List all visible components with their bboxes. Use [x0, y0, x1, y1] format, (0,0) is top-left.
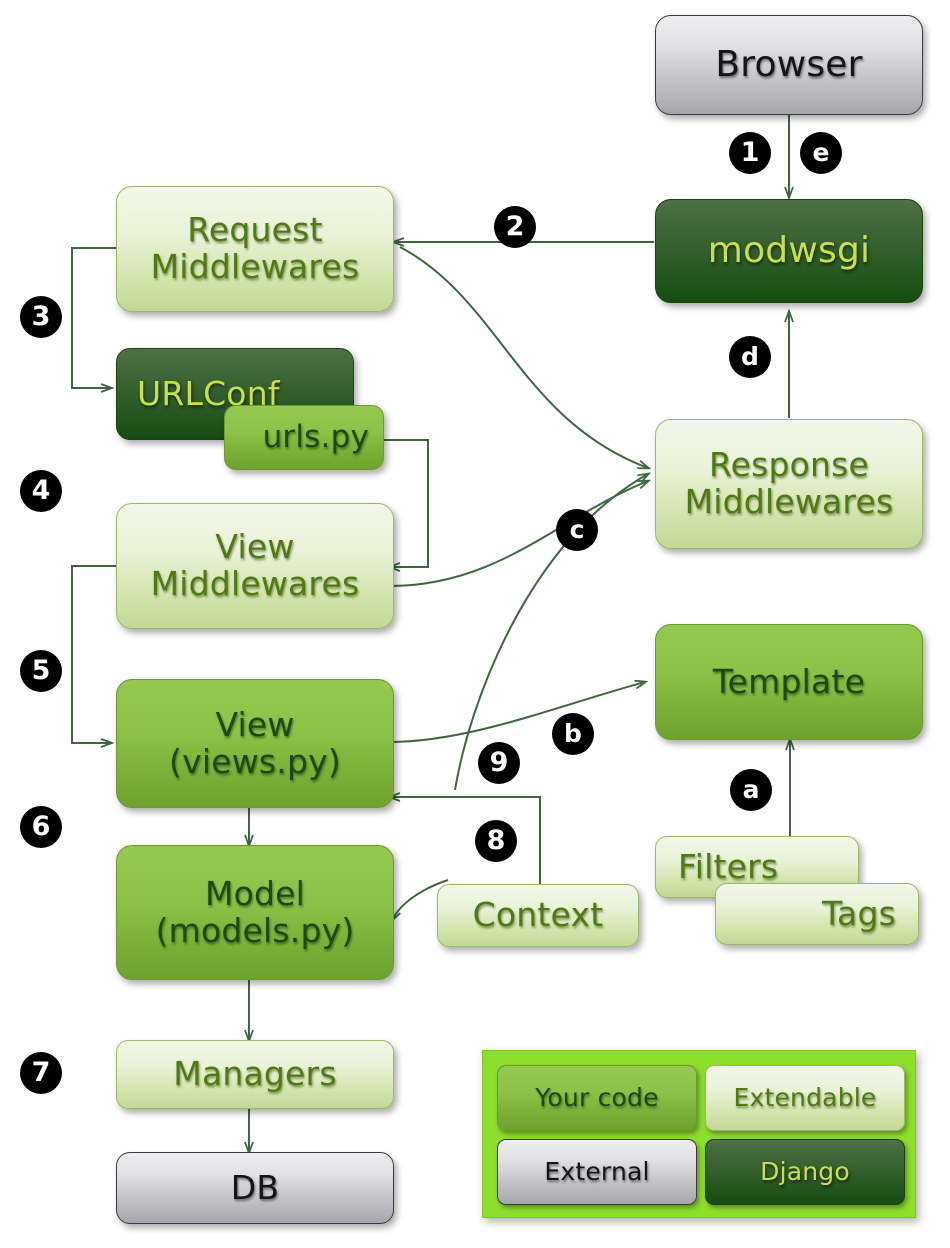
node-request-middlewares[interactable]: Request Middlewares: [116, 186, 394, 312]
node-browser[interactable]: Browser: [655, 15, 923, 115]
step-badge-e: e: [800, 132, 842, 174]
step-badge-1: 1: [729, 132, 771, 174]
arrow-context-model: [392, 879, 449, 920]
arrow-view-response-mw: [454, 474, 648, 791]
legend-panel: Your code Extendable External Django: [482, 1050, 916, 1218]
step-badge-6: 6: [20, 806, 62, 848]
legend-item-external: External: [497, 1139, 697, 1205]
step-badge-d: d: [729, 336, 771, 378]
step-badge-3: 3: [20, 296, 62, 338]
step-badge-7: 7: [20, 1052, 62, 1094]
arrow-view-template: [389, 682, 645, 743]
arrow-request-mw-urlconf: [71, 247, 118, 388]
step-badge-8: 8: [475, 820, 517, 862]
step-badge-b: b: [552, 713, 594, 755]
node-managers[interactable]: Managers: [116, 1040, 394, 1109]
arrow-urlspy-view-mw: [383, 439, 429, 567]
node-view[interactable]: View (views.py): [116, 679, 394, 808]
node-tags[interactable]: Tags: [715, 883, 919, 945]
legend-item-your-code: Your code: [497, 1065, 697, 1131]
arrow-context-view: [390, 797, 541, 884]
arrow-view-mw-view: [71, 565, 118, 743]
node-template[interactable]: Template: [655, 624, 923, 740]
step-badge-9: 9: [478, 742, 520, 784]
node-modwsgi[interactable]: modwsgi: [655, 199, 923, 303]
step-badge-2: 2: [494, 206, 536, 248]
node-context[interactable]: Context: [437, 884, 639, 947]
node-model[interactable]: Model (models.py): [116, 845, 394, 980]
arrow-request-mw-response-mw: [399, 246, 648, 468]
step-badge-5: 5: [20, 650, 62, 692]
node-urls-py[interactable]: urls.py: [224, 405, 384, 470]
legend-item-extendable: Extendable: [705, 1065, 905, 1131]
step-badge-4: 4: [20, 470, 62, 512]
step-badge-c: c: [556, 509, 598, 551]
node-view-middlewares[interactable]: View Middlewares: [116, 503, 394, 629]
step-badge-a: a: [730, 769, 772, 811]
node-response-middlewares[interactable]: Response Middlewares: [655, 419, 923, 549]
node-db[interactable]: DB: [116, 1152, 394, 1224]
legend-item-django: Django: [705, 1139, 905, 1205]
